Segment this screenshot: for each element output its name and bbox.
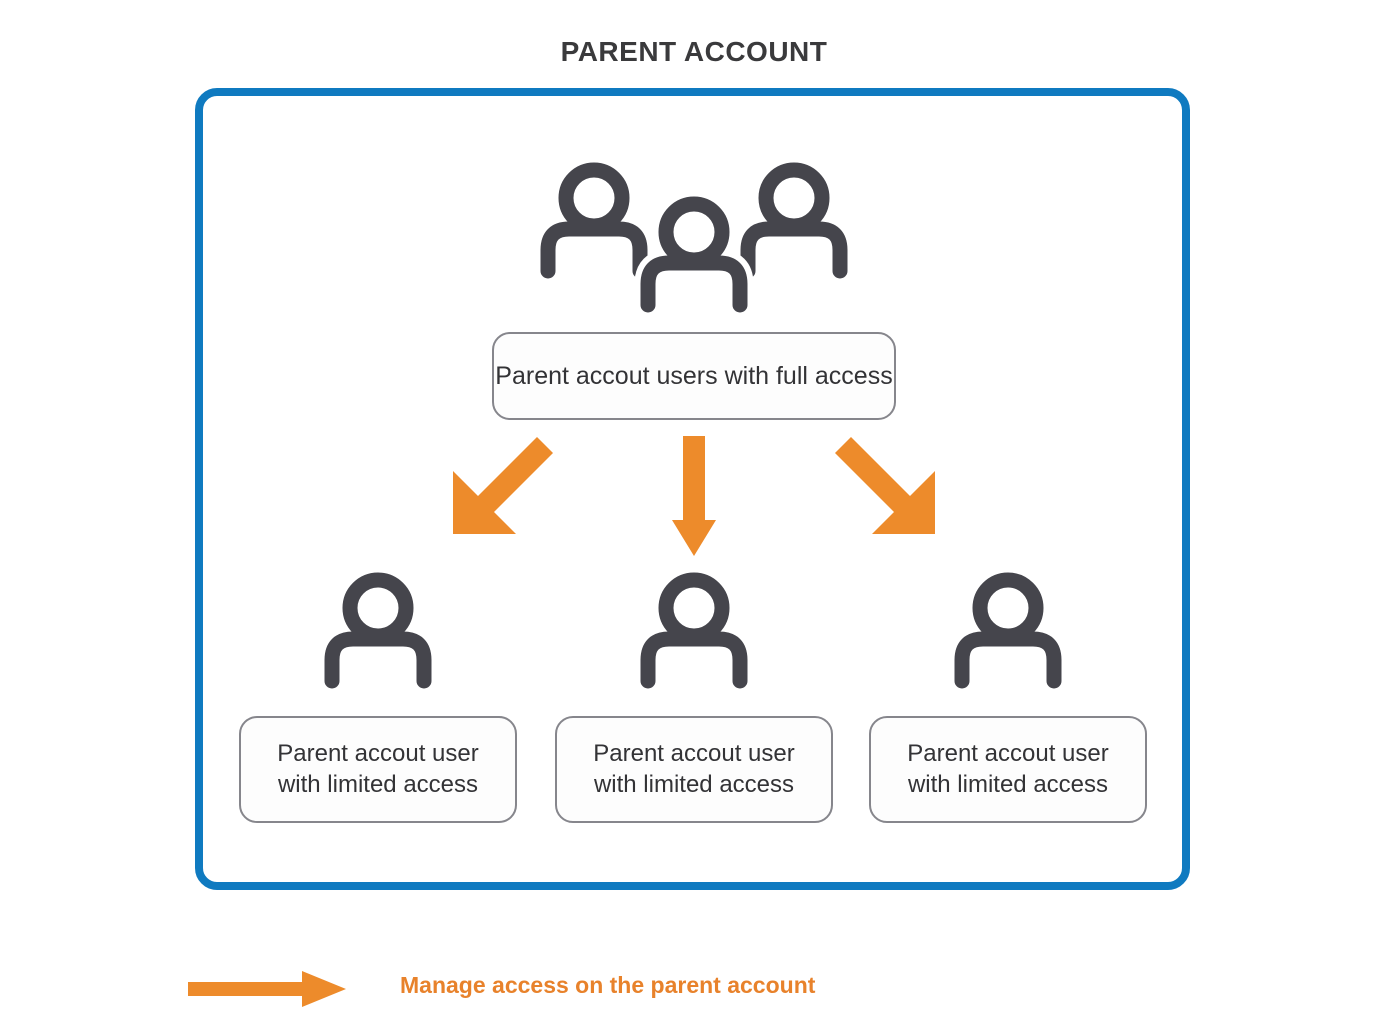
- page-title: PARENT ACCOUNT: [560, 36, 828, 67]
- limited-access-label-box-2: Parent accout user with limited access: [555, 716, 833, 823]
- legend-arrow-wrap: [180, 960, 360, 1020]
- full-access-label-box: Parent accout users with full access: [492, 332, 896, 420]
- right-arrow-icon: [188, 971, 346, 1007]
- limited-access-label-box-1: Parent accout user with limited access: [239, 716, 517, 823]
- legend-label: Manage access on the parent account: [400, 972, 816, 998]
- limited-access-label-box-3: Parent accout user with limited access: [869, 716, 1147, 823]
- legend: Manage access on the parent account: [180, 960, 880, 1020]
